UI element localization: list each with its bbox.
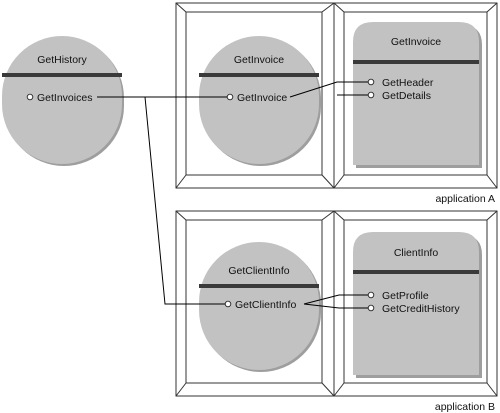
getinvoice-server-method-getheader: GetHeader: [382, 77, 434, 89]
gethistory-title: GetHistory: [37, 54, 87, 66]
connector-getclientinfo-to-getprofile: [303, 294, 368, 305]
application-a-right-box: [333, 2, 498, 189]
connectors: [97, 81, 368, 309]
connector-getclientinfo-to-getcredithistory: [303, 303, 368, 309]
getinvoice-server-divider: [353, 60, 479, 64]
application-b-label: application B: [435, 401, 495, 413]
getinvoice-server-method-bullet-icon: [367, 91, 375, 99]
gethistory-object: GetHistory GetInvoices: [2, 36, 124, 166]
application-b-container: application B: [175, 210, 498, 413]
gethistory-method-bullet-icon: [26, 93, 34, 101]
getclientinfo-client-object: GetClientInfo GetClientInfo: [199, 242, 321, 372]
connector-gethistory-to-getclientinfo: [144, 96, 225, 305]
application-b-right-box: [333, 210, 498, 397]
application-a-container: application A: [175, 2, 498, 205]
clientinfo-server-method-bullet-icon: [367, 304, 375, 312]
getinvoice-server-method-getdetails: GetDetails: [382, 90, 431, 102]
connector-getinvoice-to-getheader: [289, 81, 368, 98]
clientinfo-server-method-getprofile: GetProfile: [382, 290, 429, 302]
getinvoice-client-object: GetInvoice GetInvoice: [199, 36, 321, 166]
getinvoice-server-title: GetInvoice: [391, 36, 441, 48]
getclientinfo-client-title: GetClientInfo: [228, 265, 289, 277]
getinvoice-client-divider: [199, 73, 319, 77]
getinvoice-client-method-bullet-icon: [226, 93, 234, 101]
clientinfo-server-title: ClientInfo: [394, 247, 439, 259]
gethistory-method-getinvoices: GetInvoices: [37, 92, 92, 104]
getinvoice-client-method-getinvoice: GetInvoice: [237, 92, 287, 104]
getinvoice-client-title: GetInvoice: [234, 54, 284, 66]
getinvoice-server-object: GetInvoice GetHeader GetDetails: [353, 22, 482, 168]
clientinfo-server-method-bullet-icon: [367, 291, 375, 299]
getclientinfo-client-divider: [199, 284, 319, 288]
application-a-label: application A: [435, 193, 495, 205]
getinvoice-server-method-bullet-icon: [367, 78, 375, 86]
gethistory-divider: [2, 73, 122, 77]
clientinfo-server-object: ClientInfo GetProfile GetCreditHistory: [353, 232, 482, 378]
clientinfo-server-method-getcredithistory: GetCreditHistory: [382, 303, 460, 315]
getclientinfo-client-method-getclientinfo: GetClientInfo: [235, 299, 296, 311]
getclientinfo-client-method-bullet-icon: [224, 300, 232, 308]
clientinfo-server-divider: [353, 270, 479, 274]
